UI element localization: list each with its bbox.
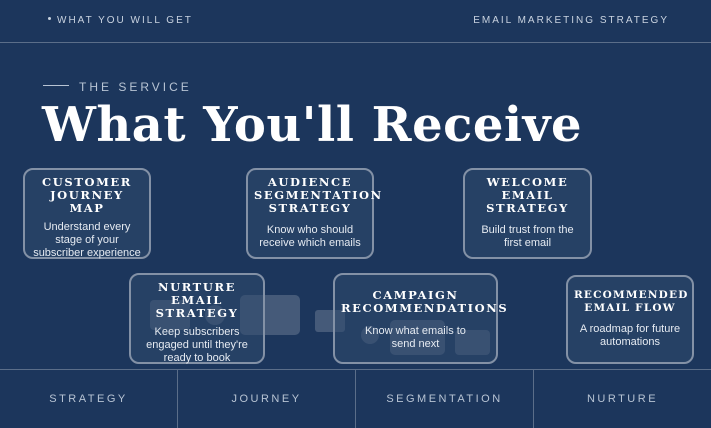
bottom-nav: STRATEGY JOURNEY SEGMENTATION NURTURE — [0, 369, 711, 428]
card-description: Know what emails to send next — [365, 325, 466, 350]
top-bar: WHAT YOU WILL GET EMAIL MARKETING STRATE… — [0, 0, 711, 43]
card-description: Keep subscribers engaged until they're r… — [146, 326, 248, 364]
card-title: AUDIENCE SEGMENTATION STRATEGY — [254, 175, 383, 215]
tab-nurture[interactable]: NURTURE — [533, 370, 711, 428]
card-audience-segmentation: AUDIENCE SEGMENTATION STRATEGY Know who … — [246, 168, 383, 259]
section-label-text: WHAT YOU WILL GET — [57, 15, 193, 26]
section-label: WHAT YOU WILL GET — [48, 15, 193, 26]
card-customer-journey-map: CUSTOMER JOURNEY MAP Understand every st… — [23, 168, 151, 259]
document-title: EMAIL MARKETING STRATEGY — [473, 15, 669, 26]
card-description: Know who should receive which emails — [259, 224, 361, 249]
tab-segmentation[interactable]: SEGMENTATION — [355, 370, 533, 428]
page-title: What You'll Receive — [42, 97, 583, 153]
card-campaign-recommendations: CAMPAIGN RECOMMENDATIONS Know what email… — [333, 273, 509, 364]
eyebrow-line — [43, 85, 69, 87]
card-title: NURTURE EMAIL STRATEGY — [155, 280, 239, 320]
eyebrow-text: THE SERVICE — [79, 80, 192, 94]
tab-journey[interactable]: JOURNEY — [177, 370, 355, 428]
card-nurture-email-strategy: NURTURE EMAIL STRATEGY Keep subscribers … — [129, 273, 265, 364]
card-title: CUSTOMER JOURNEY MAP — [42, 175, 132, 215]
tab-strategy[interactable]: STRATEGY — [49, 393, 128, 405]
card-title: RECOMMENDED EMAIL FLOW — [574, 289, 689, 314]
card-title: CAMPAIGN RECOMMENDATIONS — [341, 288, 509, 315]
bullet-dot-icon — [48, 16, 51, 20]
card-welcome-email-strategy: WELCOME EMAIL STRATEGY Build trust from … — [463, 168, 592, 259]
eyebrow: THE SERVICE — [43, 80, 192, 94]
card-description: Understand every stage of your subscribe… — [33, 221, 141, 259]
card-description: Build trust from the first email — [481, 224, 574, 249]
card-recommended-email-flow: RECOMMENDED EMAIL FLOW A roadmap for fut… — [566, 275, 694, 364]
card-description: A roadmap for future automations — [579, 323, 681, 348]
card-title: WELCOME EMAIL STRATEGY — [486, 175, 569, 215]
